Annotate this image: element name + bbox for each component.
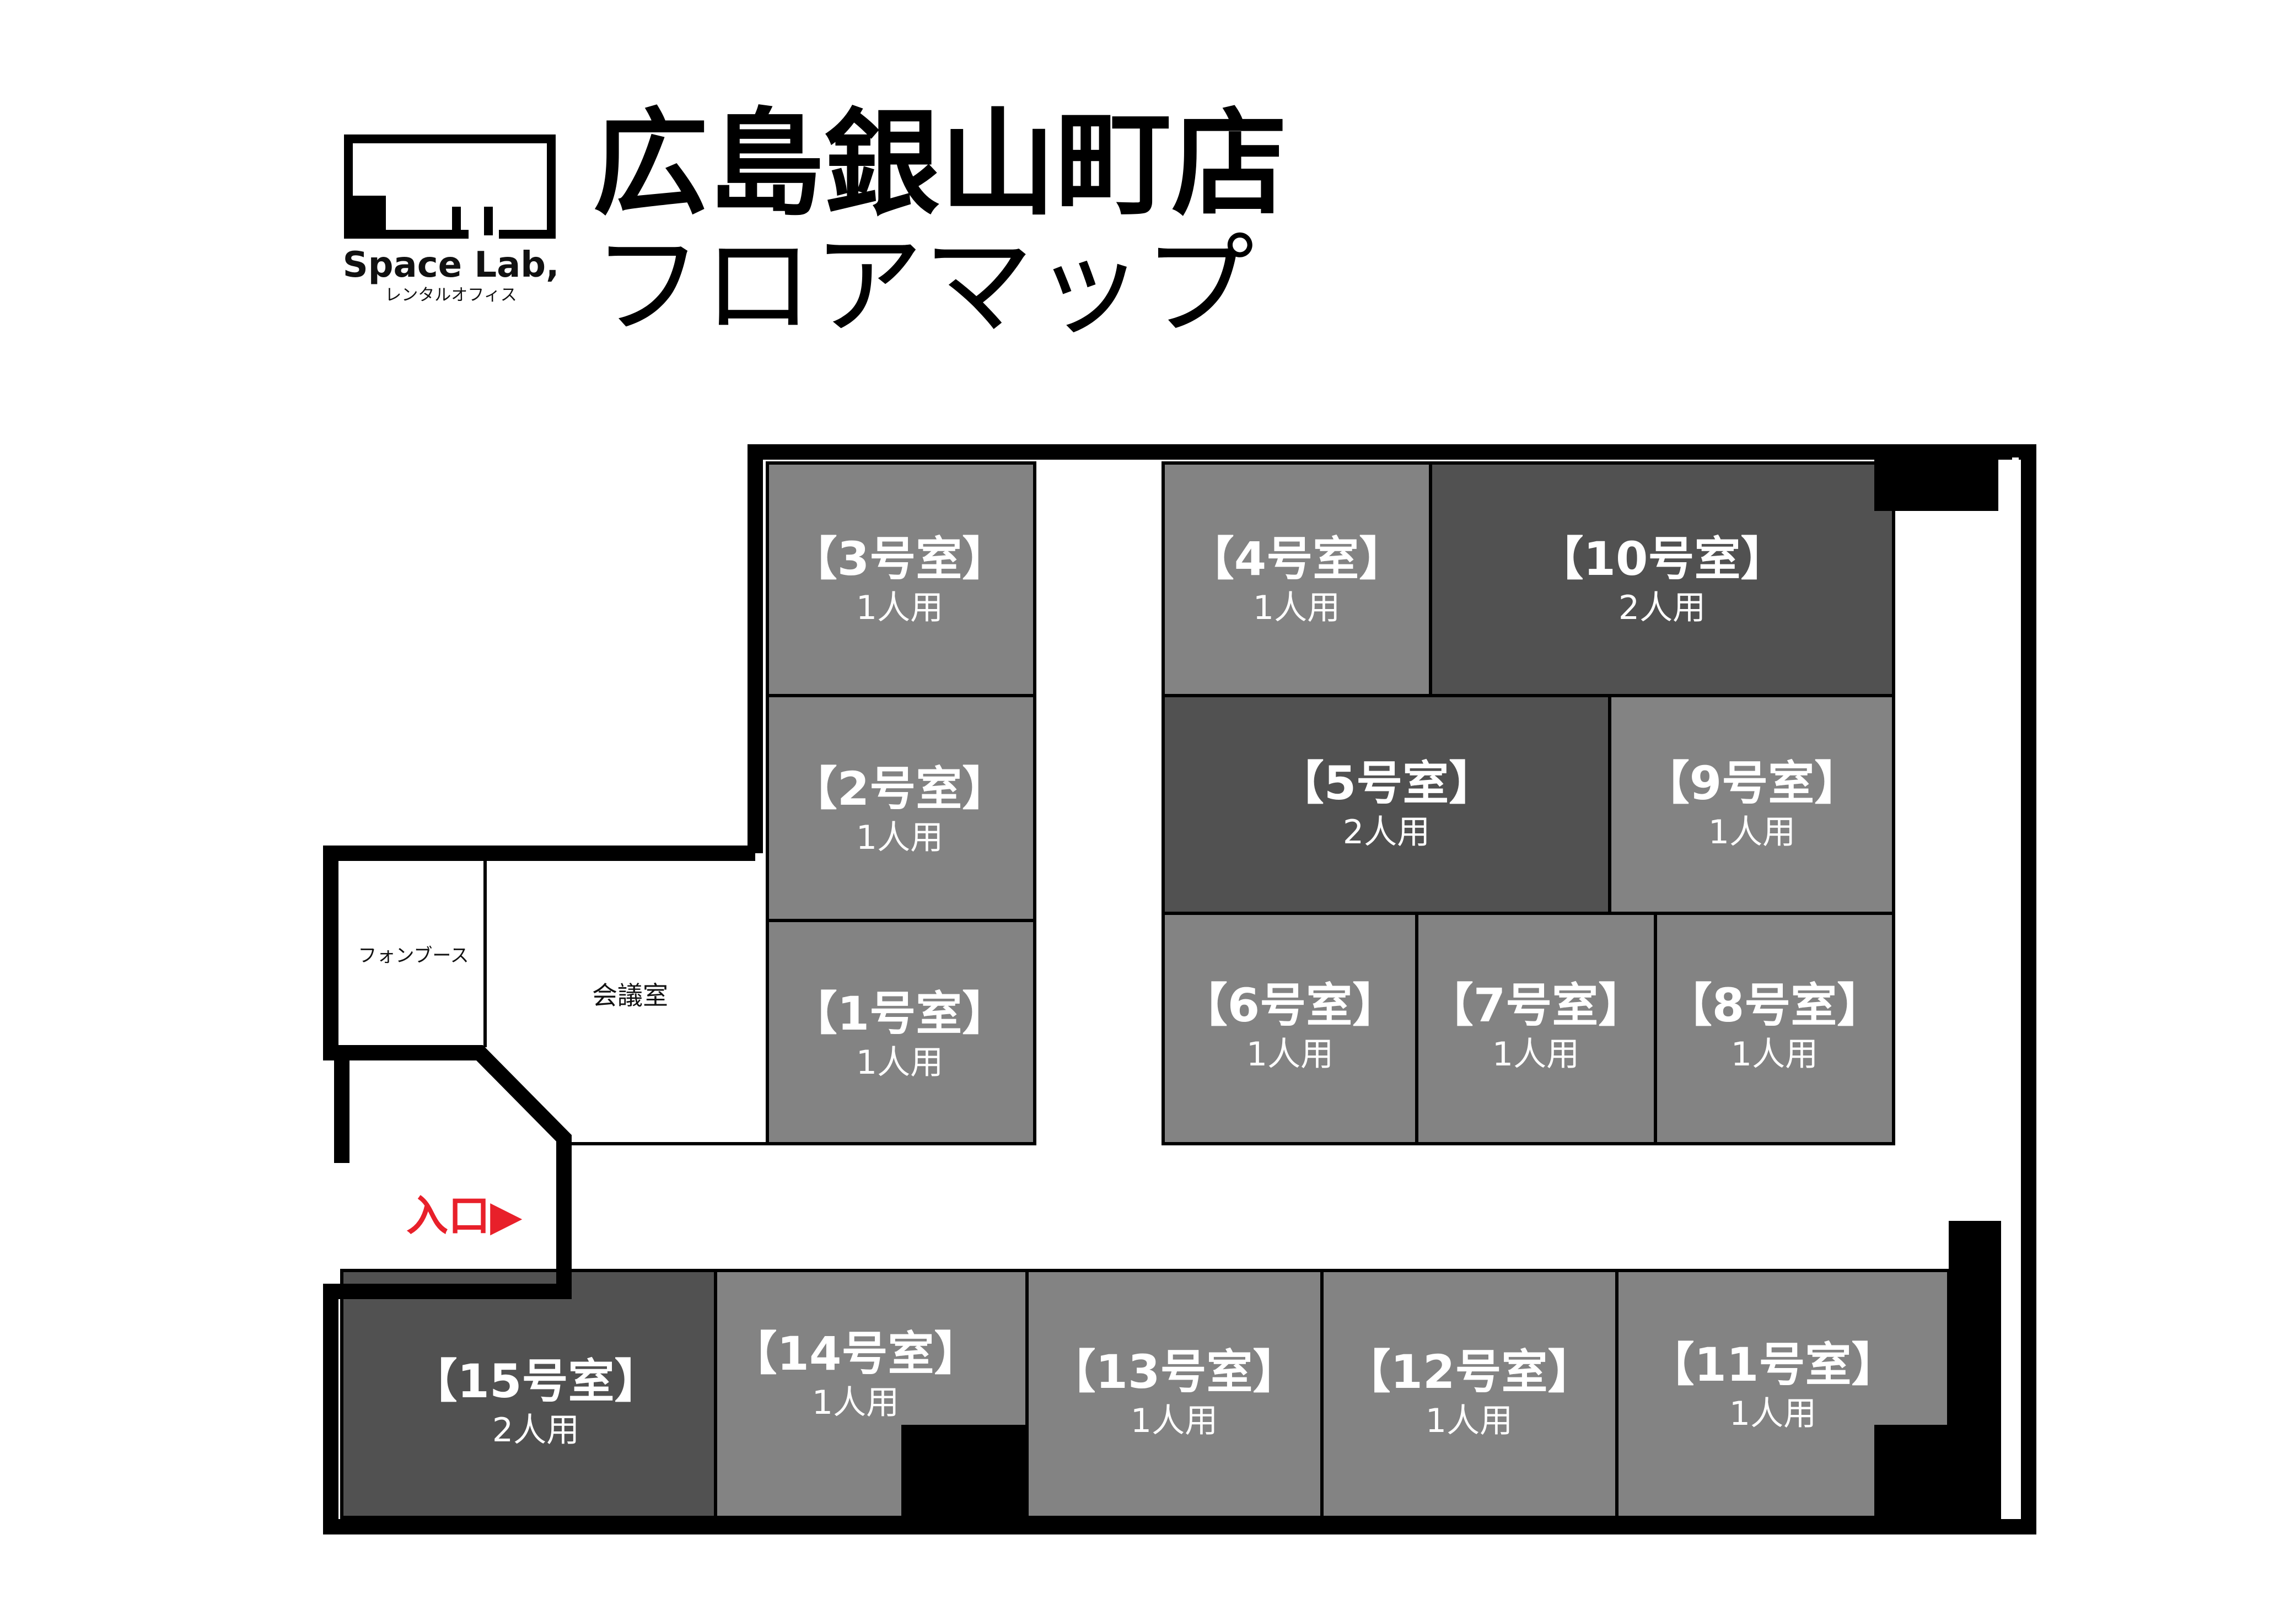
room-7-capacity: 1人用 <box>1492 1035 1579 1074</box>
room-2-name: 【2号室】 <box>791 762 1008 816</box>
meeting-room-label: 会議室 <box>592 981 668 1010</box>
room-8-capacity: 1人用 <box>1731 1035 1818 1074</box>
room-10-name: 【10号室】 <box>1537 532 1787 586</box>
room-15-name: 【15号室】 <box>411 1354 661 1408</box>
room-14-name: 【14号室】 <box>731 1327 981 1381</box>
floor-map-title: フロアマップ <box>593 222 1254 351</box>
room-4-capacity: 1人用 <box>1253 589 1340 627</box>
room-10[interactable] <box>1429 461 1895 697</box>
room-6-name: 【6号室】 <box>1181 978 1399 1032</box>
phone-booth-label: フォンブース <box>358 945 469 967</box>
room-5[interactable] <box>1162 694 1611 915</box>
room-9-capacity: 1人用 <box>1708 813 1795 852</box>
room-2[interactable] <box>766 694 1036 922</box>
room-12[interactable] <box>1320 1269 1619 1519</box>
room-8-name: 【8号室】 <box>1666 978 1883 1032</box>
space-lab-logo: Space Lab, レンタルオフィス <box>343 134 560 305</box>
room-9-name: 【9号室】 <box>1643 756 1861 810</box>
logo-text: Space Lab, <box>343 245 560 286</box>
room-labels: 【3号室】 1人用 【2号室】 1人用 【1号室】 1人用 【4号室】 1人用 … <box>411 532 1898 1450</box>
room-7[interactable] <box>1415 912 1657 1145</box>
room-13[interactable] <box>1025 1269 1324 1519</box>
room-10-capacity: 2人用 <box>1619 589 1706 627</box>
room-3-name: 【3号室】 <box>791 532 1008 586</box>
room-4-name: 【4号室】 <box>1188 532 1405 586</box>
room-1-capacity: 1人用 <box>856 1043 943 1082</box>
room-4[interactable] <box>1162 461 1432 697</box>
room-3[interactable] <box>766 461 1036 697</box>
room-14-capacity: 1人用 <box>812 1383 899 1422</box>
room-12-capacity: 1人用 <box>1426 1402 1513 1440</box>
room-3-capacity: 1人用 <box>856 589 943 627</box>
room-2-capacity: 1人用 <box>856 819 943 857</box>
room-6[interactable] <box>1162 912 1418 1145</box>
room-1-name: 【1号室】 <box>791 987 1008 1041</box>
room-12-name: 【12号室】 <box>1345 1345 1594 1399</box>
logo-subtext: レンタルオフィス <box>385 286 517 305</box>
room-11-name: 【11号室】 <box>1648 1338 1898 1392</box>
room-1[interactable] <box>766 919 1036 1145</box>
room-5-name: 【5号室】 <box>1278 756 1495 810</box>
room-15-capacity: 2人用 <box>492 1411 579 1450</box>
walls <box>323 444 2036 1534</box>
room-6-capacity: 1人用 <box>1246 1035 1333 1074</box>
entrance-label: 入口▶ <box>406 1191 523 1240</box>
room-7-name: 【7号室】 <box>1427 978 1644 1032</box>
room-11-capacity: 1人用 <box>1729 1394 1816 1433</box>
store-title: 広島銀山町店 <box>593 96 1287 231</box>
room-8[interactable] <box>1654 912 1895 1145</box>
room-13-name: 【13号室】 <box>1050 1345 1299 1399</box>
room-5-capacity: 2人用 <box>1343 813 1430 852</box>
room-13-capacity: 1人用 <box>1131 1402 1218 1440</box>
